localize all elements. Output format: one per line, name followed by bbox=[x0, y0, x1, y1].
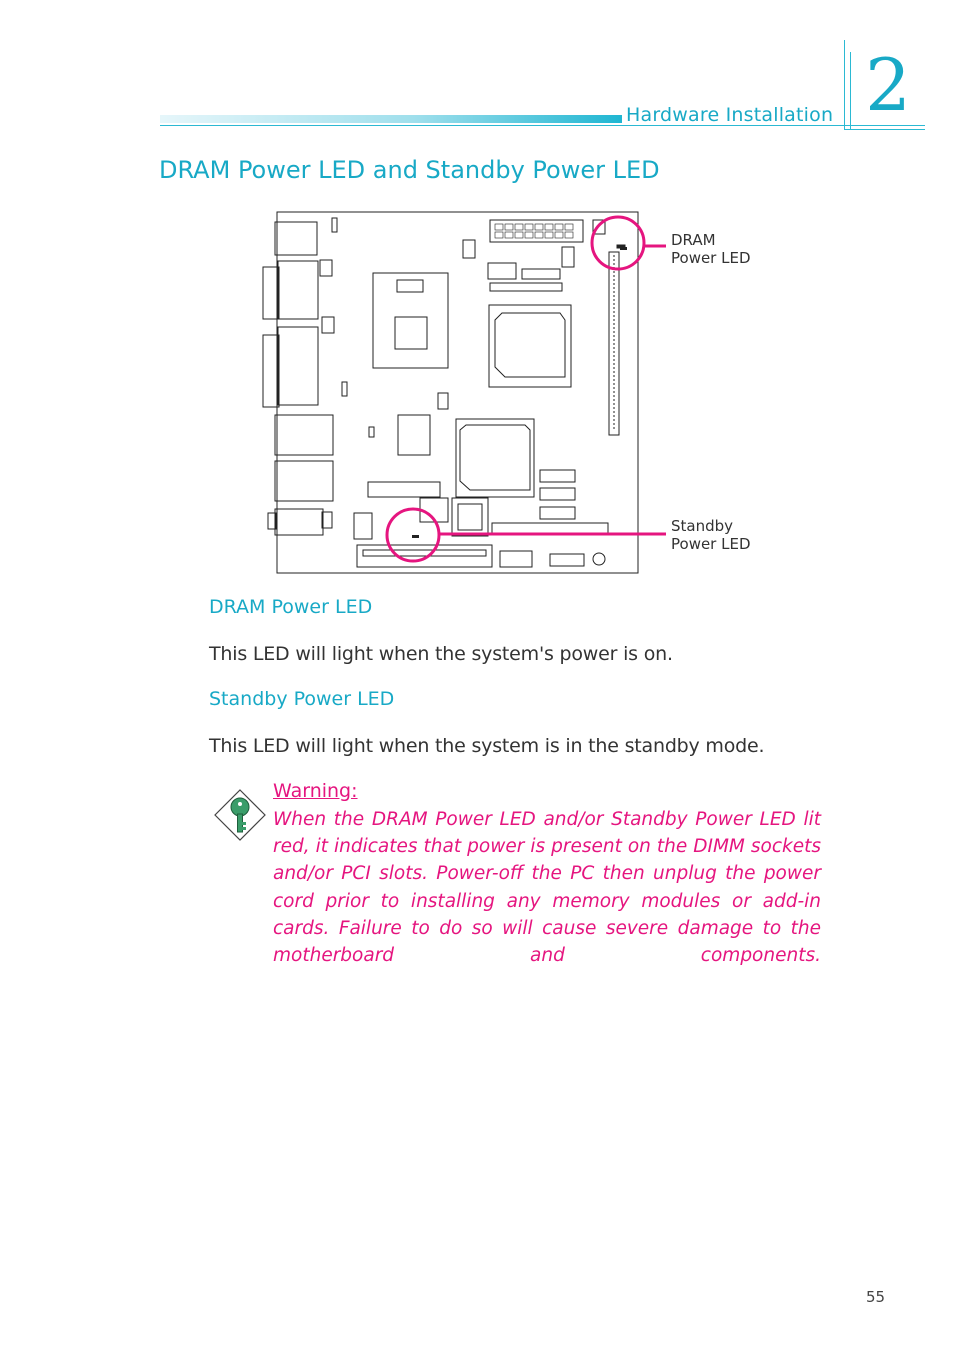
chapter-number: 2 bbox=[865, 43, 911, 127]
header-rule bbox=[160, 125, 925, 126]
serial-connector bbox=[262, 266, 280, 320]
usb-port bbox=[274, 460, 334, 502]
dram-led-highlight bbox=[590, 215, 646, 271]
warning-text: When the DRAM Power LED and/or Standby P… bbox=[273, 809, 821, 967]
audio-port bbox=[274, 508, 324, 536]
dimm-slot bbox=[608, 251, 620, 436]
standby-led-description: This LED will light when the system is i… bbox=[209, 735, 765, 757]
dram-led-marker bbox=[620, 247, 627, 250]
serial-port bbox=[277, 260, 319, 320]
cpu-socket bbox=[372, 272, 449, 369]
page-title: DRAM Power LED and Standby Power LED bbox=[159, 156, 660, 184]
board-outline bbox=[276, 211, 639, 574]
bios-chip bbox=[451, 497, 489, 537]
key-icon bbox=[214, 789, 266, 841]
chapter-tab bbox=[844, 40, 925, 130]
vga-port bbox=[277, 326, 319, 406]
dram-led-heading: DRAM Power LED bbox=[209, 596, 373, 618]
lan-port bbox=[274, 414, 334, 456]
standby-led-callout: Standby Power LED bbox=[671, 517, 751, 553]
io-port bbox=[274, 221, 318, 256]
dram-led-description: This LED will light when the system's po… bbox=[209, 643, 673, 665]
warning-title: Warning: bbox=[273, 780, 358, 802]
standby-led-marker bbox=[412, 535, 419, 538]
dram-led-callout: DRAM Power LED bbox=[671, 231, 751, 267]
super-io-chip bbox=[397, 414, 431, 456]
page-number: 55 bbox=[866, 1288, 886, 1306]
vga-connector bbox=[262, 334, 280, 408]
pci-slot bbox=[356, 544, 493, 568]
atx-power-connector bbox=[489, 219, 584, 243]
buzzer bbox=[592, 552, 606, 566]
standby-led-heading: Standby Power LED bbox=[209, 688, 395, 710]
section-label: Hardware Installation bbox=[626, 104, 834, 126]
southbridge-chip bbox=[455, 418, 535, 498]
northbridge-chip bbox=[488, 304, 572, 388]
motherboard-diagram bbox=[262, 211, 666, 574]
header-gradient-bar bbox=[160, 115, 622, 123]
cpu-core bbox=[394, 316, 428, 350]
